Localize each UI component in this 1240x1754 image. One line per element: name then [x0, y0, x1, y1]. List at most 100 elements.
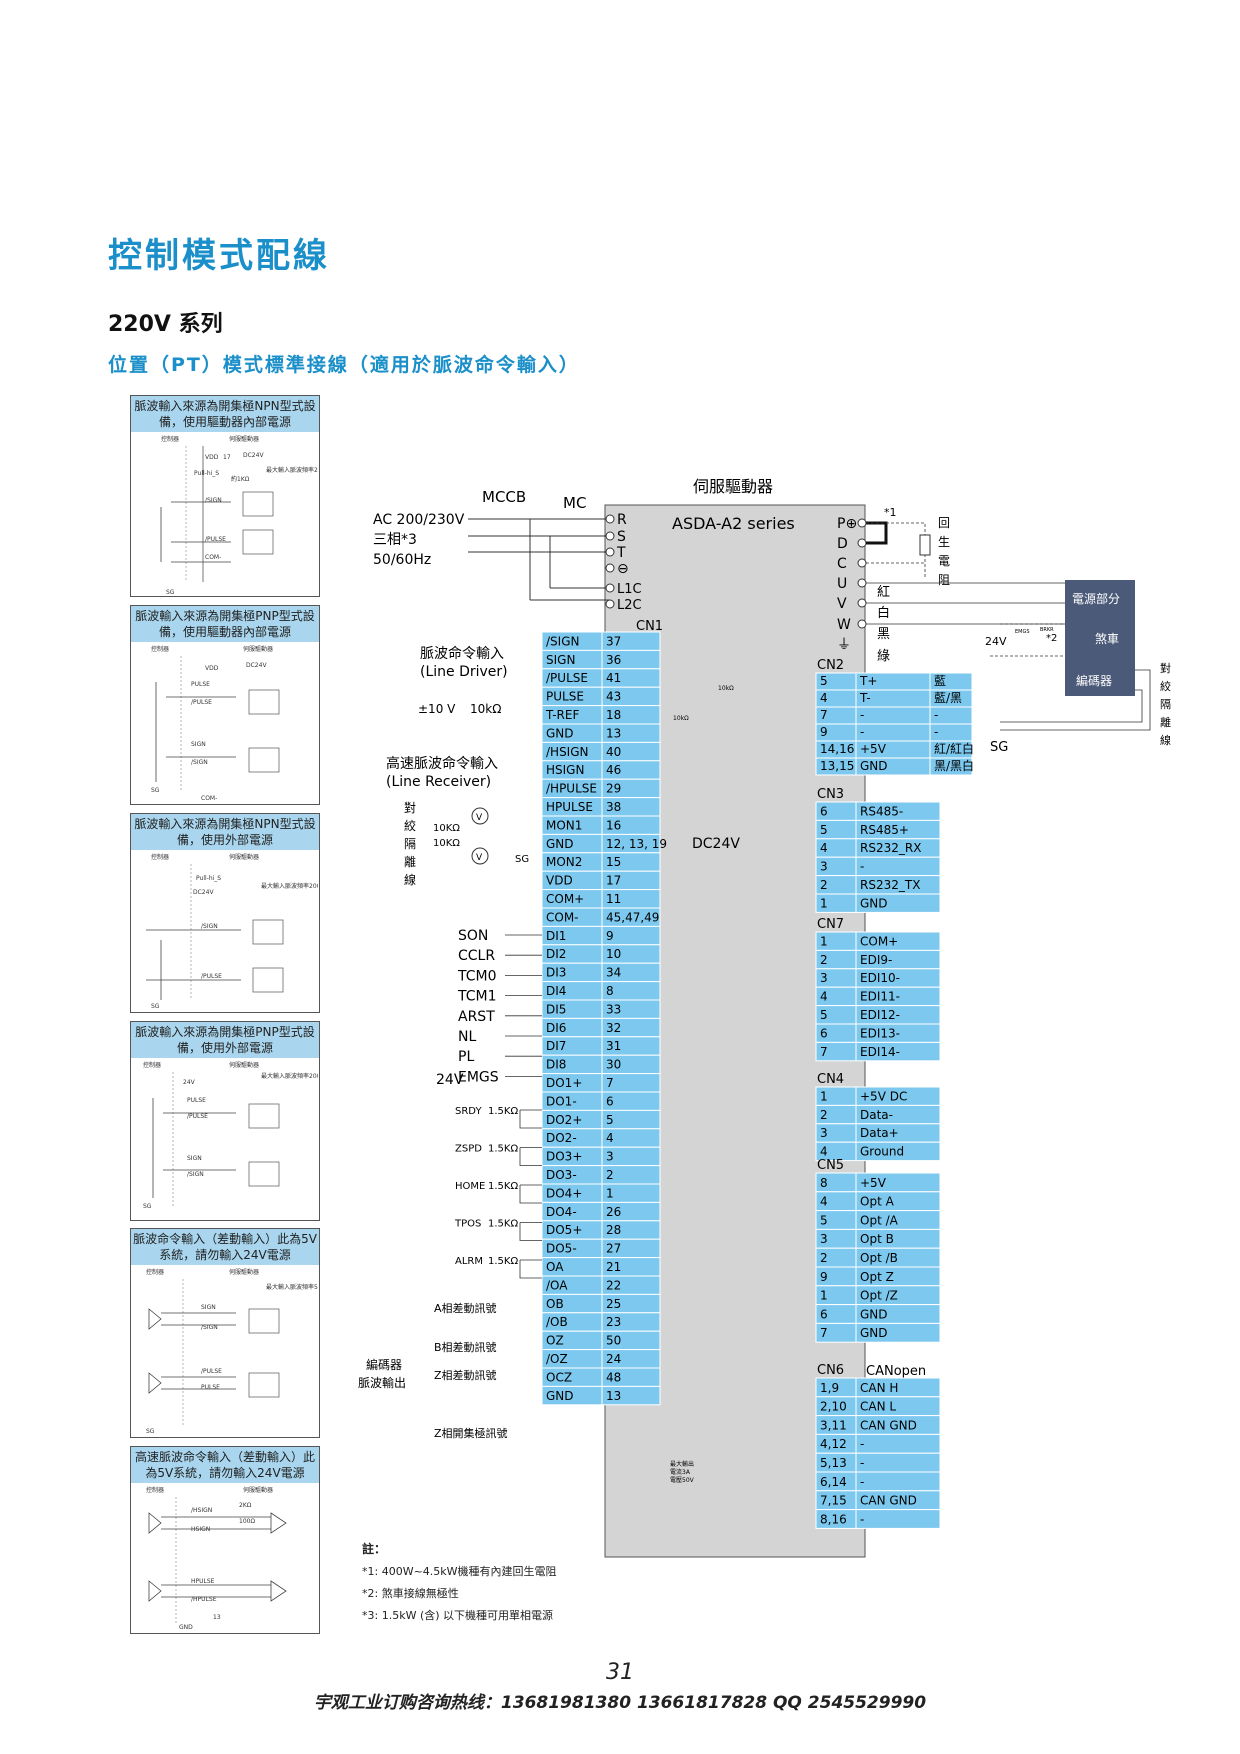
- cn1-pin: 21: [606, 1260, 621, 1274]
- di-label: ARST: [458, 1009, 495, 1025]
- line-driver-label: (Line Driver): [420, 664, 508, 680]
- mon-sg: SG: [515, 854, 529, 865]
- cn5-sig: Opt A: [860, 1195, 895, 1209]
- panel-schematic: 控制器 伺服驅動器 SIGN /SIGN /PULSE PULSE 最大輸入脈波…: [146, 1268, 318, 1435]
- cn1-sig: DI5: [546, 1002, 566, 1016]
- cn1-pin: 28: [606, 1223, 621, 1237]
- regen-3: 電: [938, 554, 950, 568]
- cn1-pin: 6: [606, 1094, 614, 1108]
- cn2-sig: +5V: [860, 742, 887, 756]
- twisted-r-3: 隔: [1160, 698, 1171, 711]
- cn1-pin: 30: [606, 1058, 621, 1072]
- term-minus: ⊖: [617, 561, 629, 577]
- brake-label: 煞車: [1095, 632, 1119, 646]
- cn1-sig: /PULSE: [546, 671, 588, 685]
- cn4-sig: Data+: [860, 1126, 899, 1140]
- cn1-sig: DO3-: [546, 1168, 577, 1182]
- regen-1: 回: [938, 516, 950, 530]
- cn1-pin: 41: [606, 671, 621, 685]
- cn3-pin: 2: [820, 878, 828, 892]
- cn7-sig: EDI11-: [860, 990, 900, 1004]
- mark-hsign-n: HSIGN: [191, 1526, 210, 1533]
- brkr-small: BRKR: [1040, 627, 1054, 633]
- cn3-pin: 6: [820, 804, 828, 818]
- mark-pullhi: Pull-hi_S: [194, 470, 219, 477]
- cn4-sig: +5V DC: [860, 1089, 907, 1103]
- cn2-color: 紅/紅白: [934, 741, 974, 756]
- cn1-pin: 46: [606, 763, 621, 777]
- cn1-sig: /OB: [546, 1315, 568, 1329]
- cn1-sig: /HPULSE: [546, 782, 597, 796]
- twisted-r-1: 對: [1160, 661, 1171, 675]
- notes-head: 註：: [362, 1542, 387, 1556]
- cn1-sig: T-REF: [545, 708, 579, 722]
- cn1-pin: 32: [606, 1021, 621, 1035]
- cn2-color: -: [934, 708, 938, 722]
- cn1-sig: DI8: [546, 1058, 566, 1072]
- cn3-pin: 3: [820, 860, 828, 874]
- page-title: 控制模式配線: [108, 236, 330, 276]
- cn1-pin: 4: [606, 1131, 614, 1145]
- cn1-sig: DO3+: [546, 1150, 582, 1164]
- cn1-pin: 2: [606, 1168, 614, 1182]
- cn1-pin: 12, 13, 19: [606, 837, 667, 851]
- do-label: SRDY: [455, 1106, 482, 1117]
- cn7-pin: 3: [820, 971, 828, 985]
- cn5-pin: 7: [820, 1326, 828, 1340]
- cn1-pin: 5: [606, 1113, 614, 1127]
- mark-pulse: PULSE: [187, 1097, 206, 1104]
- twisted-l-1: 對: [404, 801, 416, 815]
- cn2-pin: 13,15: [820, 759, 854, 773]
- page-number: 31: [606, 1660, 634, 1685]
- cn1-sig: PULSE: [546, 690, 584, 704]
- cn1-pin: 37: [606, 634, 621, 648]
- mc-label: MC: [563, 494, 586, 512]
- brake-block: [1065, 618, 1135, 666]
- cn5-sig: Opt B: [860, 1232, 894, 1246]
- pot-resistance: 10kΩ: [470, 702, 501, 716]
- cn6-pin: 1,9: [820, 1381, 839, 1395]
- cn1-sig: /HSIGN: [546, 745, 589, 759]
- panel-npn-external: 脈波輸入來源為開集極NPN型式設備，使用外部電源 控制器 伺服驅動器 Pull-…: [130, 813, 320, 1013]
- cn7-sig: EDI12-: [860, 1008, 900, 1022]
- cn1-sig: COM-: [546, 910, 579, 924]
- cn7-pin: 1: [820, 934, 828, 948]
- panel-pnp-internal: 脈波輸入來源為開集極PNP型式設備，使用驅動器內部電源 控制器 伺服驅動器 VD…: [130, 605, 320, 805]
- cn7-label: CN7: [817, 917, 844, 932]
- mark-pulse: /PULSE: [205, 536, 226, 543]
- note-2: *2: 煞車接線無極性: [362, 1587, 459, 1600]
- cn6-pin: 3,11: [820, 1418, 847, 1432]
- mark-pulse-n: /PULSE: [187, 1113, 208, 1120]
- section-subtitle: 位置（PT）模式標準接線（適用於脈波命令輸入）: [108, 354, 580, 376]
- cn2-pin: 14,16: [820, 742, 854, 756]
- cn1-sig: /OA: [546, 1278, 568, 1292]
- pulse-line-driver-label: 脈波命令輸入: [420, 645, 504, 662]
- term-r: R: [617, 512, 627, 528]
- cn7-sig: EDI9-: [860, 953, 892, 967]
- mark-sign-n: /SIGN: [191, 759, 208, 766]
- power-part-block: [1065, 580, 1135, 618]
- cn1-pin: 38: [606, 800, 621, 814]
- cn2-pin: 5: [820, 674, 828, 688]
- cn7-pin: 5: [820, 1008, 828, 1022]
- drive-label: 伺服驅動器: [229, 435, 259, 443]
- cn1-sig: SIGN: [546, 653, 575, 667]
- cn1-pin: 18: [606, 708, 621, 722]
- cn2-sig: T-: [859, 691, 871, 705]
- mark-17: 17: [223, 454, 231, 461]
- cn3-sig: RS232_TX: [860, 878, 920, 892]
- cn5-sig: Opt /Z: [860, 1289, 898, 1303]
- twisted-r-5: 線: [1160, 733, 1171, 747]
- mark-max: 最大輸入脈波頻率500Kpps: [266, 1283, 318, 1291]
- mark-sign: SIGN: [201, 1304, 216, 1311]
- cn5-pin: 8: [820, 1176, 828, 1190]
- panel-npn-internal: 脈波輸入來源為開集極NPN型式設備，使用驅動器內部電源 控制器 伺服驅動器 VD…: [130, 395, 320, 597]
- cn6-pin: 5,13: [820, 1456, 847, 1470]
- cn1-pin: 50: [606, 1334, 621, 1348]
- star1: *1: [884, 506, 897, 519]
- controller-label: 控制器: [151, 853, 169, 861]
